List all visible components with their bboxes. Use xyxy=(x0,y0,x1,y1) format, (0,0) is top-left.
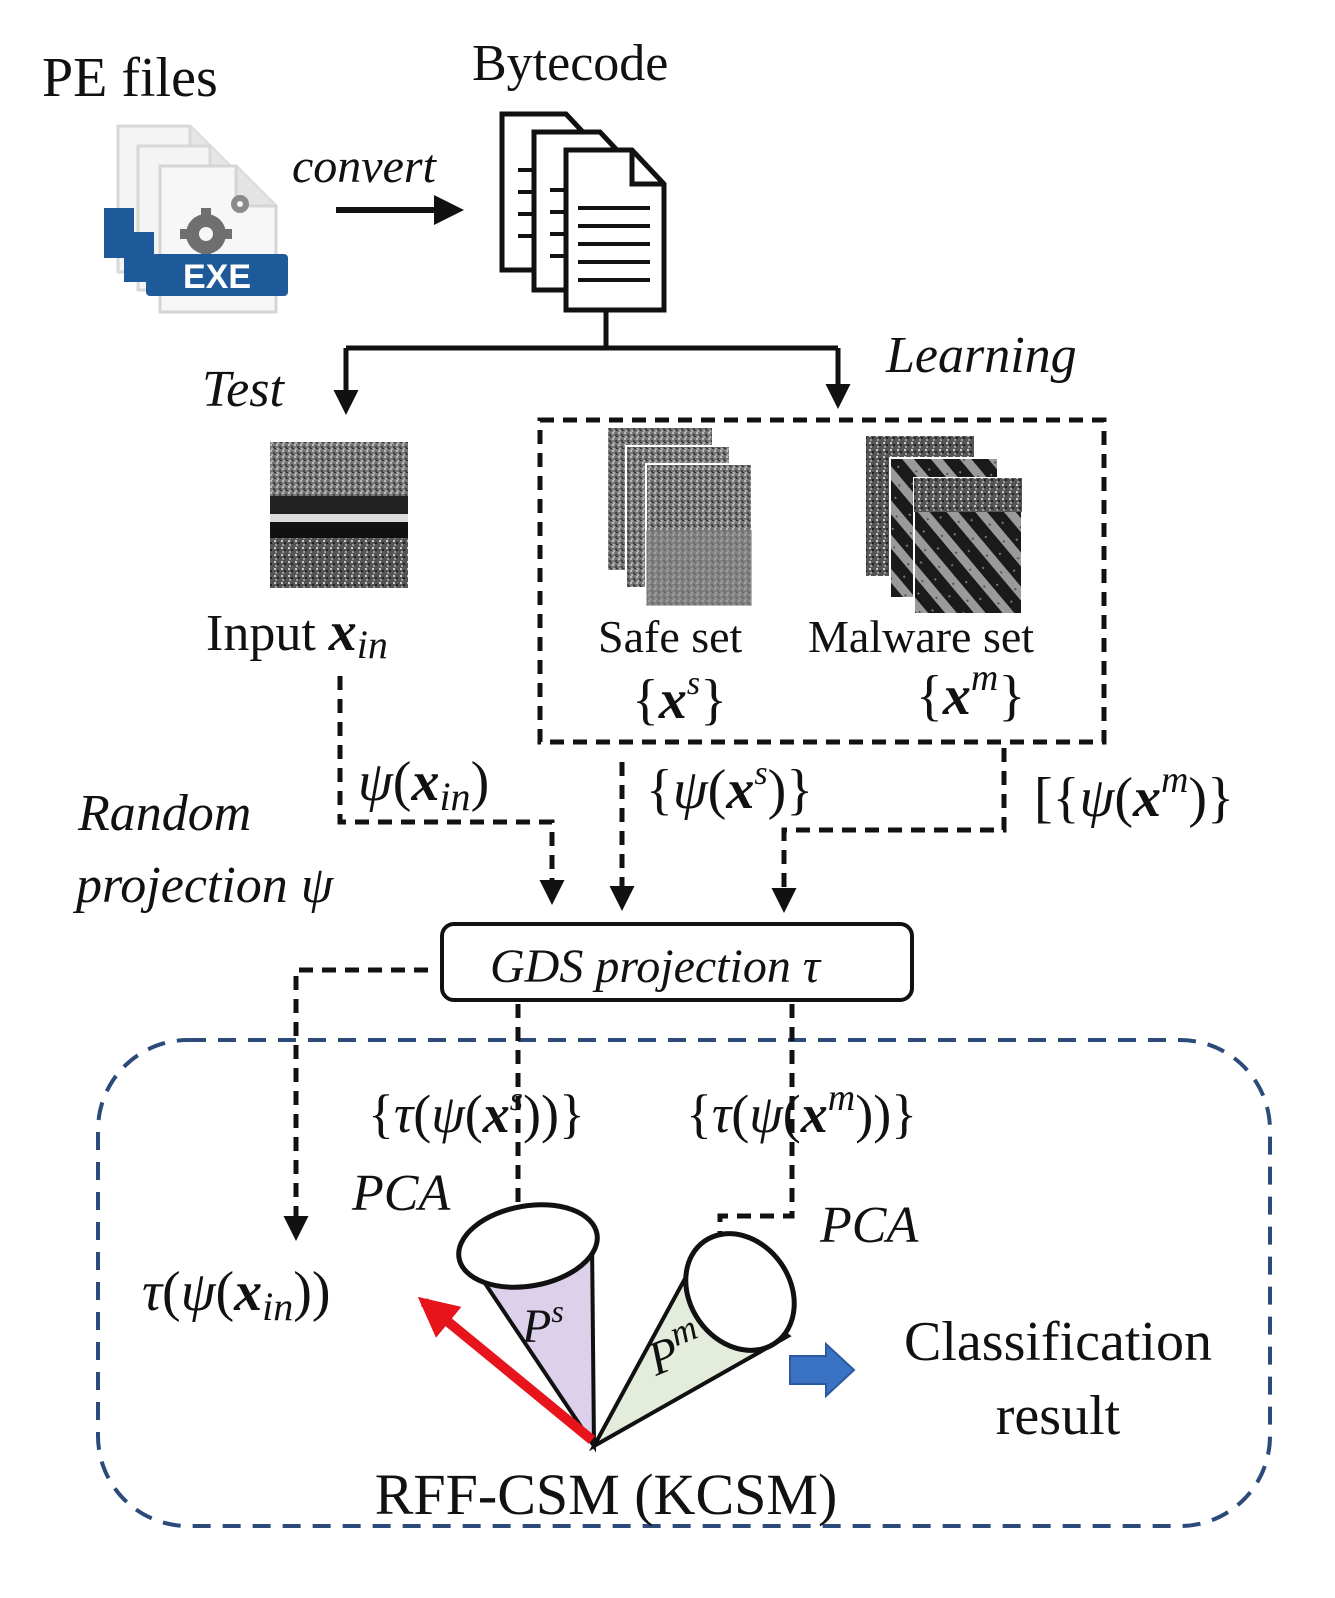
test-label: Test xyxy=(202,361,285,418)
document-icon xyxy=(499,111,667,313)
safe-subspace-cone: Ps xyxy=(456,1202,600,1453)
learning-set-box xyxy=(537,417,1107,745)
bytecode-label: Bytecode xyxy=(472,35,668,92)
classification-result-line1: Classification xyxy=(904,1311,1212,1373)
malware-subspace-cone: Pm xyxy=(588,1231,797,1452)
psi-malware-math: [{ψ(xm)} xyxy=(1034,759,1234,829)
safe-set-images xyxy=(608,428,753,607)
tau-psi-input-math: τ(ψ(xin)) xyxy=(142,1261,331,1329)
random-projection-label-line2: projection ψ xyxy=(72,857,335,914)
classification-region xyxy=(96,1038,1272,1528)
malware-set-math: {xm} xyxy=(916,657,1025,727)
safe-set-math: {xs} xyxy=(632,665,727,731)
learning-label: Learning xyxy=(885,327,1077,384)
safe-subspace-label: Ps xyxy=(521,1293,564,1353)
input-label: Input xin xyxy=(206,601,388,667)
tau-psi-malware-math: {τ(ψ(xm))} xyxy=(686,1077,917,1144)
split-connector xyxy=(333,310,851,415)
input-vector-arrow xyxy=(417,1296,596,1444)
input-bytecode-image xyxy=(270,442,408,588)
model-name-label: RFF-CSM (KCSM) xyxy=(375,1462,838,1527)
psi-input-math: ψ(xin) xyxy=(358,751,489,819)
gds-projection-box xyxy=(440,922,914,1002)
psi-safe-math: {ψ(xs)} xyxy=(646,755,813,821)
pca-right-label: PCA xyxy=(819,1197,918,1254)
convert-label: convert xyxy=(292,140,438,193)
random-projection-label-line1: Random xyxy=(77,785,251,842)
gds-projection-label: GDS projection τ xyxy=(490,940,822,993)
classification-result-line2: result xyxy=(996,1385,1121,1447)
exe-file-icon: EXE xyxy=(104,124,288,314)
tau-psi-safe-math: {τ(ψ(xs))} xyxy=(368,1081,585,1144)
exe-badge-label: EXE xyxy=(183,258,251,296)
safe-set-label: Safe set xyxy=(598,611,743,662)
gds-output-flows xyxy=(283,967,795,1287)
exe-badge xyxy=(146,254,288,296)
pca-left-label: PCA xyxy=(351,1165,450,1222)
random-projection-flows xyxy=(337,676,1007,913)
pe-files-label: PE files xyxy=(42,47,218,109)
malware-set-label: Malware set xyxy=(808,611,1034,662)
malware-set-images xyxy=(866,436,1023,615)
result-arrow xyxy=(789,1341,856,1399)
